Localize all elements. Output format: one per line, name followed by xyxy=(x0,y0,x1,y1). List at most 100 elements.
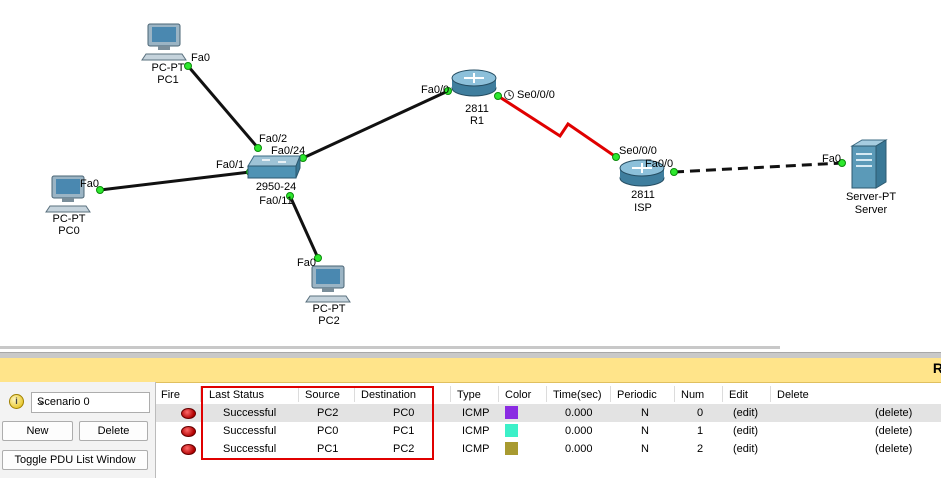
switch-icon[interactable] xyxy=(247,155,301,179)
port-label: Se0/0/0 xyxy=(517,89,555,101)
column-header-last-status[interactable]: Last Status xyxy=(209,389,265,401)
new-scenario-button[interactable]: New xyxy=(2,421,73,441)
column-header-type[interactable]: Type xyxy=(457,389,481,401)
column-header-fire[interactable]: Fire xyxy=(161,389,180,401)
chevron-down-icon: ⌄ xyxy=(37,396,46,407)
pdu-color-swatch xyxy=(505,424,518,437)
column-header-time[interactable]: Time(sec) xyxy=(553,389,602,401)
pdu-time: 0.000 xyxy=(565,425,593,437)
column-separator xyxy=(200,386,201,402)
port-label: Fa0 xyxy=(822,153,841,165)
server-icon[interactable] xyxy=(850,139,888,189)
toggle-pdu-list-button[interactable]: Toggle PDU List Window xyxy=(2,450,148,470)
device-model-label: PC-PT xyxy=(52,213,86,225)
column-header-destination[interactable]: Destination xyxy=(361,389,417,401)
pdu-type: ICMP xyxy=(462,407,490,419)
column-separator xyxy=(610,386,611,402)
column-separator xyxy=(298,386,299,402)
port-label: Fa0/11 xyxy=(259,195,293,207)
column-header-edit[interactable]: Edit xyxy=(729,389,748,401)
device-model-label: 2811 xyxy=(465,103,489,115)
port-label: Fa0/1 xyxy=(216,159,245,171)
horizontal-scrollbar[interactable] xyxy=(0,346,780,349)
pdu-status: Successful xyxy=(223,425,277,437)
pdu-num: 0 xyxy=(697,407,704,419)
pdu-delete-link[interactable]: (delete) xyxy=(875,407,913,419)
info-icon[interactable]: i xyxy=(9,394,24,409)
pdu-color-swatch xyxy=(505,406,518,419)
port-label: Fa0 xyxy=(80,178,99,190)
fire-icon[interactable] xyxy=(181,408,196,419)
pdu-source: PC1 xyxy=(317,443,339,455)
pdu-row[interactable]: Successful PC2 PC0 ICMP 0.000 N 0 (edit)… xyxy=(156,404,941,422)
scenario-select-value: Scenario 0 xyxy=(37,396,90,408)
pdu-num: 1 xyxy=(697,425,704,437)
pc-icon[interactable] xyxy=(141,23,187,61)
pdu-time: 0.000 xyxy=(565,407,593,419)
pdu-periodic: N xyxy=(641,443,649,455)
device-model-label: PC-PT xyxy=(312,303,346,315)
column-separator xyxy=(722,386,723,402)
column-header-num[interactable]: Num xyxy=(681,389,705,401)
column-separator xyxy=(770,386,771,402)
pdu-type: ICMP xyxy=(462,443,490,455)
device-name-label: R1 xyxy=(469,115,485,127)
pdu-row[interactable]: Successful PC0 PC1 ICMP 0.000 N 1 (edit)… xyxy=(156,422,941,440)
pdu-edit-link[interactable]: (edit) xyxy=(733,425,759,437)
pdu-num: 2 xyxy=(697,443,704,455)
pdu-destination: PC0 xyxy=(393,407,415,419)
panel-divider[interactable] xyxy=(0,352,941,359)
column-header-delete[interactable]: Delete xyxy=(777,389,809,401)
pc-icon[interactable] xyxy=(45,175,91,213)
link-pc1-switch[interactable] xyxy=(186,65,260,149)
pdu-destination: PC2 xyxy=(393,443,415,455)
device-model-label: Server-PT xyxy=(845,191,897,203)
clock-icon xyxy=(504,90,514,100)
pdu-color-swatch xyxy=(505,442,518,455)
pc-icon[interactable] xyxy=(305,265,351,303)
port-label: Fa0 xyxy=(297,257,316,269)
pdu-destination: PC1 xyxy=(393,425,415,437)
pdu-status: Successful xyxy=(223,443,277,455)
scenario-select[interactable]: Scenario 0 ⌄ xyxy=(31,392,150,413)
device-model-label: PC-PT xyxy=(151,62,185,74)
column-header-source[interactable]: Source xyxy=(305,389,340,401)
router-icon[interactable] xyxy=(451,69,497,97)
column-header-color[interactable]: Color xyxy=(505,389,532,401)
fire-icon[interactable] xyxy=(181,426,196,437)
port-label: Se0/0/0 xyxy=(619,145,657,157)
port-label: Fa0/24 xyxy=(271,145,306,157)
column-header-periodic[interactable]: Periodic xyxy=(617,389,657,401)
port-label: Fa0/0 xyxy=(645,158,674,170)
delete-scenario-button[interactable]: Delete xyxy=(79,421,148,441)
pdu-delete-link[interactable]: (delete) xyxy=(875,425,913,437)
pdu-edit-link[interactable]: (edit) xyxy=(733,443,759,455)
realtime-mode-label[interactable]: R xyxy=(932,360,941,376)
link-r1-isp-serial[interactable] xyxy=(497,94,617,159)
link-isp-server[interactable] xyxy=(673,161,843,174)
port-label: Fa0/0 xyxy=(421,84,450,96)
realtime-banner xyxy=(0,358,941,383)
link-switch-r1[interactable] xyxy=(302,89,449,160)
port-label: Fa0/2 xyxy=(259,133,288,145)
link-pc2-switch[interactable] xyxy=(288,195,320,259)
highlight-box xyxy=(201,386,434,460)
device-model-label: 2811 xyxy=(631,189,655,201)
column-separator xyxy=(674,386,675,402)
pdu-edit-link[interactable]: (edit) xyxy=(733,407,759,419)
column-separator xyxy=(498,386,499,402)
port-label: Fa0 xyxy=(191,52,210,64)
link-pc0-switch[interactable] xyxy=(99,170,251,192)
pdu-periodic: N xyxy=(641,425,649,437)
topology-canvas[interactable] xyxy=(0,0,941,355)
device-name-label: ISP xyxy=(634,202,652,214)
pdu-time: 0.000 xyxy=(565,443,593,455)
column-separator xyxy=(450,386,451,402)
device-name-label: PC0 xyxy=(58,225,80,237)
device-name-label: PC1 xyxy=(157,74,179,86)
fire-icon[interactable] xyxy=(181,444,196,455)
router-icon[interactable] xyxy=(619,159,665,187)
device-name-label: PC2 xyxy=(318,315,340,327)
pdu-delete-link[interactable]: (delete) xyxy=(875,443,913,455)
pdu-row[interactable]: Successful PC1 PC2 ICMP 0.000 N 2 (edit)… xyxy=(156,440,941,458)
